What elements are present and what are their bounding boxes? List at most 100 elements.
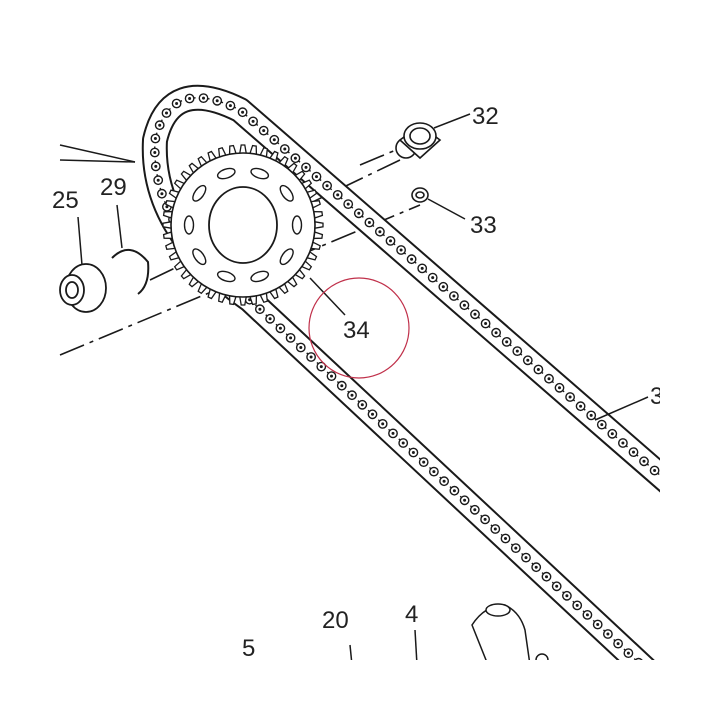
sprocket-hole (250, 270, 270, 283)
chain-pin (585, 613, 589, 617)
chain-pin (600, 423, 604, 427)
chain-pin (156, 178, 160, 182)
chain-pin (555, 584, 559, 588)
nut-part (411, 187, 429, 203)
chain-pin (514, 546, 518, 550)
chain-pin (678, 699, 681, 702)
chain-pin (653, 469, 657, 472)
chain-pin (452, 489, 456, 493)
chain-pin (378, 230, 382, 234)
chain-pin (202, 96, 205, 100)
chain-pin (685, 497, 688, 500)
sprocket-hole (250, 167, 270, 180)
chain-pin (319, 365, 323, 369)
chain-pin (589, 413, 593, 417)
chain-pin (371, 412, 374, 416)
chain-pin (463, 498, 467, 502)
chain-pin (658, 680, 661, 683)
chain-roller (672, 485, 680, 493)
chain-pin (420, 266, 424, 270)
chain-pin (315, 175, 318, 179)
chain-pin (346, 202, 350, 206)
chain-roller (693, 503, 701, 511)
chain-pin (410, 257, 414, 261)
sprocket-hole (279, 248, 294, 266)
chain-pin (258, 307, 262, 311)
chain-pin (441, 285, 445, 289)
chain-pin (175, 102, 179, 105)
chain-pin (442, 479, 446, 483)
chain-pin (647, 671, 650, 674)
chain-pin (616, 642, 620, 646)
chain-pin (505, 340, 509, 344)
chain-pin (547, 377, 551, 381)
sprocket-hole (291, 215, 303, 235)
chain-pin (575, 603, 579, 607)
sprocket-tooth (239, 144, 247, 154)
label-4: 4 (405, 601, 418, 628)
chain-pin (688, 709, 691, 712)
chain-pin (283, 147, 287, 151)
chain-pin (452, 294, 456, 298)
label-3-partial: 3 (650, 383, 663, 410)
chain-pin (626, 651, 630, 655)
chain-pin (494, 331, 498, 335)
chain-pin (399, 248, 403, 252)
chain-pin (473, 312, 477, 316)
label-34: 34 (343, 317, 370, 344)
chain-roller (661, 476, 669, 484)
sprocket-tooth (314, 221, 324, 229)
sprocket-hole (216, 167, 236, 180)
chain-roller (682, 494, 690, 502)
chain-pin (165, 205, 169, 209)
chain-roller (696, 716, 704, 720)
circlip-part (111, 249, 150, 295)
sprocket-hole (216, 270, 236, 283)
chain-pin (251, 119, 255, 123)
chain-pin (596, 623, 600, 626)
sprocket-hole (183, 215, 195, 235)
chain-pin (431, 276, 435, 280)
chain-pin (504, 537, 507, 540)
chain-pin (158, 123, 162, 127)
chain-pin (367, 221, 371, 224)
chain-pin (664, 478, 667, 481)
chain-pin (632, 450, 635, 454)
chain-pin (565, 594, 569, 598)
label-33: 33 (470, 212, 497, 239)
chain-pin (272, 138, 276, 142)
chain-pin (558, 386, 561, 390)
chain-pin (526, 358, 530, 362)
bush-part (395, 122, 442, 160)
chain-pin (309, 355, 313, 359)
chain-pin (336, 193, 340, 197)
sprocket-tooth (162, 221, 172, 229)
chain-pin (473, 508, 477, 512)
chain-pin (606, 632, 610, 636)
right-leaders (309, 113, 649, 421)
bearing-part (59, 263, 107, 313)
chain-pin (241, 110, 245, 114)
label-20: 20 (322, 607, 349, 634)
chain-pin (153, 137, 157, 140)
chain-pin (357, 211, 361, 215)
sprocket-holes (183, 167, 303, 283)
chain-pin (340, 384, 344, 388)
sprocket-hole (192, 248, 207, 266)
chain-pin (299, 346, 303, 349)
chain-pin (381, 422, 385, 426)
chain-pin (262, 129, 266, 133)
chain-pin (422, 460, 426, 464)
chain-pin (568, 395, 572, 399)
chain-pin (642, 459, 646, 463)
label-25: 25 (52, 187, 79, 214)
chain-pin (165, 111, 168, 115)
chain-pin (515, 349, 519, 353)
chain-pin (278, 326, 282, 330)
highlight-circle (308, 277, 410, 379)
chain-pin (188, 97, 192, 100)
chain-pin (621, 441, 625, 445)
chain-pin (484, 322, 488, 325)
